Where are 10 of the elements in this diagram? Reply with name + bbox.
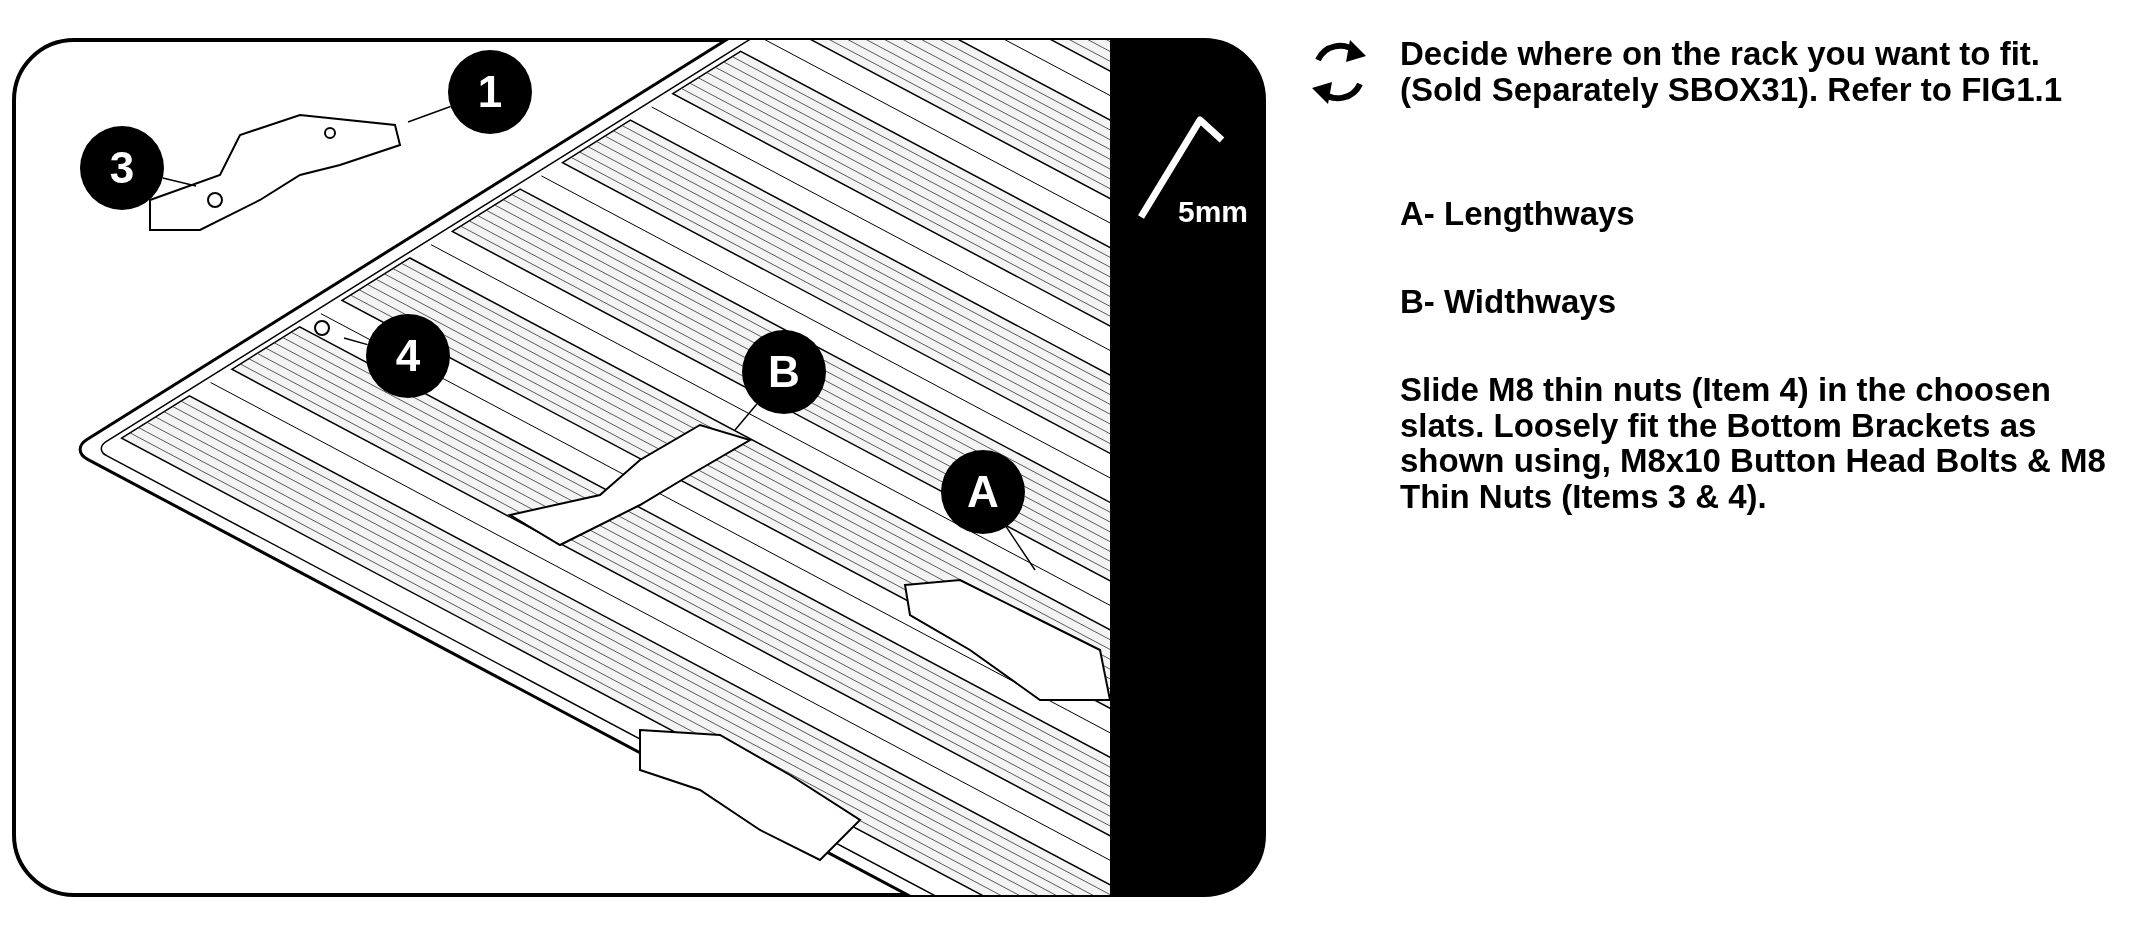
instruction-text: Decide where on the rack you want to fit. (Sold Separately SBOX31). Refer to FIG1.1	[1400, 36, 2064, 108]
leader-line	[343, 337, 369, 346]
instruction-text: B- Widthways	[1400, 284, 1618, 320]
instruction-text: Slide M8 thin nuts (Item 4) in the choosen slats. Loosely fit the Bottom Brackets as shown using, M8x10 Button Head Bolts & M8 Thin Nuts (Items 3 & 4).	[1400, 372, 2107, 515]
leader-line	[162, 177, 197, 187]
leader-line	[407, 105, 452, 123]
leader-line	[734, 403, 758, 431]
size-label: 5mm	[1178, 196, 1249, 229]
instruction-text: A- Lengthways	[1400, 196, 1636, 232]
leader-line	[1005, 526, 1036, 571]
